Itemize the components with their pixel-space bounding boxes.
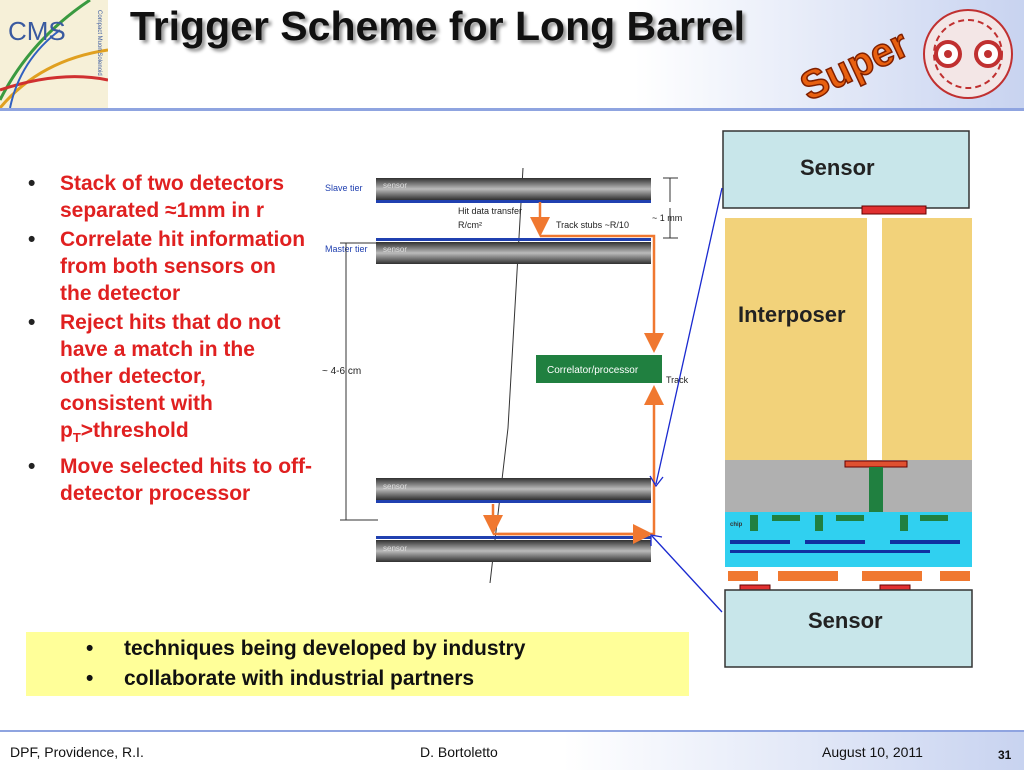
bullet-text: Reject hits that do not have a match in … bbox=[60, 311, 281, 415]
footer-conference: DPF, Providence, R.I. bbox=[10, 744, 144, 760]
top-sensor: Sensor bbox=[722, 130, 970, 215]
industry-note-box: techniques being developed by industry c… bbox=[26, 632, 689, 696]
sensor-lower-2: sensor bbox=[376, 536, 651, 562]
interposer-label: Interposer bbox=[738, 302, 846, 327]
bullet-item: Stack of two detectors separated ≈1mm in… bbox=[28, 170, 313, 224]
hit-rate-label: R/cm² bbox=[458, 220, 482, 230]
sensor-label: sensor bbox=[383, 245, 407, 254]
correlator-box: Correlator/processor bbox=[536, 355, 662, 383]
gap-label: ~ 1 mm bbox=[652, 213, 682, 223]
hit-transfer-label: Hit data transfer bbox=[458, 206, 522, 216]
chip-layer: chip bbox=[725, 460, 972, 581]
slave-tier-label: Slave tier bbox=[325, 183, 363, 193]
track-stubs-label: Track stubs ~R/10 bbox=[556, 220, 629, 230]
pt-symbol: p bbox=[60, 419, 73, 442]
footer-author: D. Bortoletto bbox=[420, 744, 498, 760]
top-sensor-label: Sensor bbox=[800, 155, 875, 180]
cms-logo-text: CMS bbox=[8, 16, 66, 46]
data-flow-arrows bbox=[483, 202, 664, 544]
module-stack: Sensor Interposer chip bbox=[722, 130, 973, 668]
sensor-label: sensor bbox=[383, 544, 407, 553]
sensor-label: sensor bbox=[383, 482, 407, 491]
slide-header: CMS Compact Muon Solenoid Trigger Scheme… bbox=[0, 0, 1024, 110]
bullet-list: Stack of two detectors separated ≈1mm in… bbox=[28, 170, 313, 509]
particle-track bbox=[489, 168, 524, 583]
bullet-item: Correlate hit information from both sens… bbox=[28, 226, 313, 307]
pt-subscript: T bbox=[72, 430, 81, 446]
sensor-label: sensor bbox=[383, 181, 407, 190]
industry-note-item: techniques being developed by industry bbox=[86, 634, 525, 664]
chip-label: chip bbox=[730, 522, 743, 528]
super-lhc-logo: Super bbox=[790, 0, 1024, 110]
footer-page-number: 31 bbox=[998, 748, 1012, 762]
cms-logo: CMS Compact Muon Solenoid bbox=[0, 0, 108, 108]
cms-logo-subtext: Compact Muon Solenoid bbox=[96, 10, 102, 76]
bullet-item: Reject hits that do not have a match in … bbox=[28, 309, 313, 451]
super-logo-text: Super bbox=[794, 22, 915, 108]
bullet-item: Move selected hits to off-detector proce… bbox=[28, 453, 313, 507]
lhc-ring-icon bbox=[923, 9, 1013, 99]
bottom-sensor-label: Sensor bbox=[808, 608, 883, 633]
header-divider bbox=[0, 108, 1024, 111]
sensor-slave: sensor bbox=[376, 178, 651, 203]
slide-footer: DPF, Providence, R.I. D. Bortoletto Augu… bbox=[0, 730, 1024, 770]
threshold-text: >threshold bbox=[80, 419, 189, 442]
sensor-lower-1: sensor bbox=[376, 478, 651, 503]
spacing-label: ~ 4-6 cm bbox=[322, 366, 361, 377]
sensor-master: sensor bbox=[376, 238, 651, 264]
track-cut-label: Track bbox=[666, 375, 689, 385]
trigger-diagram: sensor sensor sensor sensor Slave tier M… bbox=[322, 168, 689, 583]
correlator-label: Correlator/processor bbox=[547, 365, 639, 376]
slide-title: Trigger Scheme for Long Barrel bbox=[129, 3, 746, 49]
industry-note-item: collaborate with industrial partners bbox=[86, 664, 525, 694]
bottom-sensor: Sensor bbox=[724, 584, 973, 668]
interposer: Interposer bbox=[725, 218, 972, 460]
footer-date: August 10, 2011 bbox=[822, 744, 923, 760]
